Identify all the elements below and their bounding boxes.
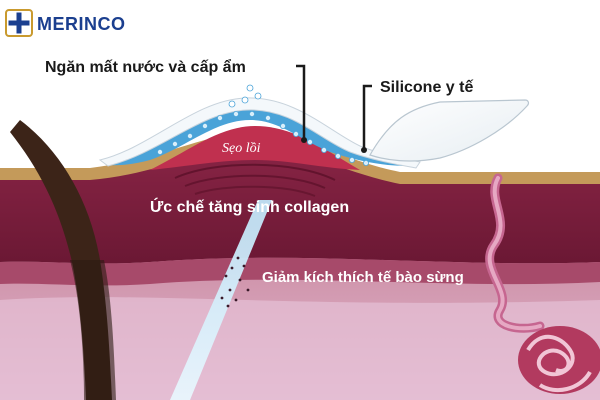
moisture-bubbles bbox=[156, 84, 369, 166]
bubble-icon bbox=[254, 92, 262, 100]
dermis-lower-band bbox=[0, 257, 600, 286]
cell-dot bbox=[228, 288, 232, 292]
bubble-icon bbox=[201, 123, 208, 130]
bubble-icon bbox=[348, 156, 355, 163]
moisture-leader-line bbox=[296, 64, 306, 140]
cell-dot bbox=[220, 296, 224, 300]
cell-dot bbox=[246, 288, 250, 292]
moisture-label: Ngăn mất nước và cấp ẩm bbox=[45, 58, 246, 76]
bubble-icon bbox=[156, 148, 163, 155]
scar-contour-2 bbox=[184, 174, 326, 189]
bubble-icon bbox=[248, 111, 255, 118]
cell-dot bbox=[226, 304, 230, 308]
cell-dot bbox=[238, 278, 242, 282]
keloid-scar bbox=[150, 126, 360, 170]
scar-label: Sẹo lồi bbox=[222, 141, 261, 156]
bubble-icon bbox=[186, 132, 193, 139]
hair-follicle bbox=[70, 260, 116, 400]
scar-contour-1 bbox=[174, 163, 336, 181]
bubble-icon bbox=[232, 111, 239, 118]
keratinocyte-label: Giảm kích thích tế bào sừng bbox=[262, 269, 464, 286]
cell-dot bbox=[224, 274, 228, 278]
bubble-icon bbox=[362, 159, 369, 166]
dermis-layer bbox=[0, 140, 600, 264]
bubble-icon bbox=[334, 152, 341, 159]
bubble-icon bbox=[216, 115, 223, 122]
cross-logo-icon bbox=[5, 9, 33, 37]
brand-name: MERINCO bbox=[37, 14, 126, 34]
cell-dot bbox=[236, 256, 240, 260]
bubble-icon bbox=[228, 100, 236, 108]
silicone-label: Silicone y tế bbox=[380, 79, 473, 96]
bubble-icon bbox=[320, 146, 327, 153]
cell-dot bbox=[234, 298, 238, 302]
silicone-leader-dot bbox=[361, 147, 367, 153]
deep-band bbox=[0, 297, 600, 400]
moisture-leader-dot bbox=[301, 137, 307, 143]
bubble-icon bbox=[292, 130, 299, 137]
silicone-gel-layer bbox=[110, 105, 410, 166]
bubble-icon bbox=[306, 138, 313, 145]
collagen-label: Ức chế tăng sinh collagen bbox=[150, 197, 349, 216]
bubble-icon bbox=[264, 115, 271, 122]
silicone-sheet-top bbox=[98, 97, 421, 169]
silicone-sheet-corner bbox=[369, 99, 530, 162]
scar-contour-3 bbox=[194, 185, 316, 197]
gland-icon bbox=[518, 326, 600, 394]
silicone-leader-line bbox=[362, 84, 372, 150]
penetration-beam bbox=[170, 200, 272, 400]
bubble-icon bbox=[246, 84, 254, 92]
keratinocyte-dots bbox=[220, 256, 250, 308]
cell-dot bbox=[230, 266, 234, 270]
blood-vessel-inner bbox=[487, 176, 542, 331]
cell-dot bbox=[242, 264, 246, 268]
bubble-icon bbox=[241, 96, 249, 104]
brand-logo: MERINCO bbox=[5, 9, 126, 37]
bubble-icon bbox=[279, 123, 286, 130]
bubble-icon bbox=[171, 140, 178, 147]
